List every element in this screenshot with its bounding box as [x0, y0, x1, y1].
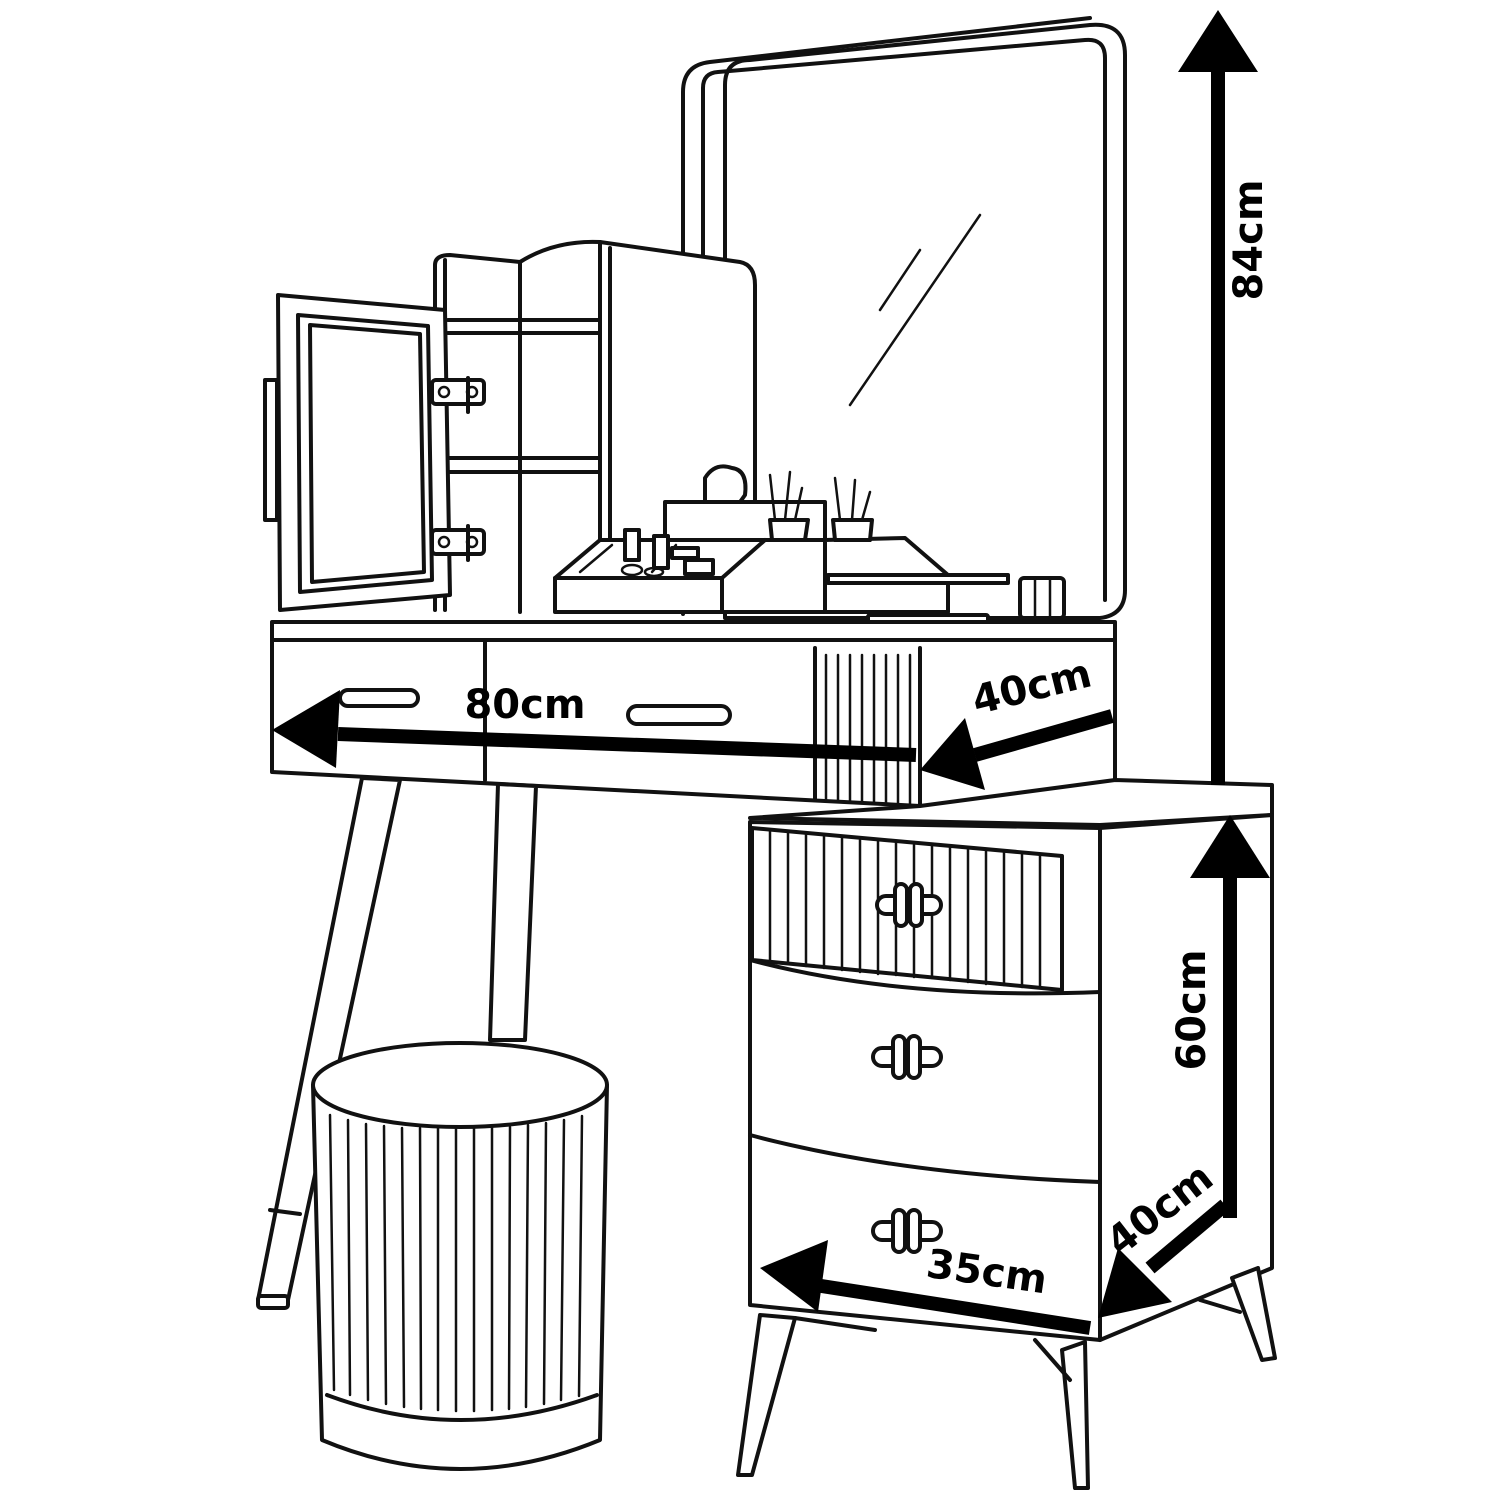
arrow-cabinet-depth — [1098, 1199, 1230, 1318]
arrow-cabinet-height — [1190, 815, 1270, 1218]
stool-pleats — [328, 1113, 584, 1413]
arrow-tabletop-width — [272, 690, 917, 768]
mirror — [681, 16, 1127, 620]
hinge-bottom — [430, 524, 486, 562]
dimension-arrows — [272, 10, 1270, 1335]
label-mirror-height: 84cm — [1226, 179, 1272, 300]
table-legs — [256, 776, 538, 1310]
drawer-knob-bottom — [871, 1208, 943, 1254]
drawer-knob-middle — [871, 1034, 943, 1080]
drawer-knob-top — [875, 882, 943, 928]
fluted-panel — [824, 653, 912, 808]
label-tabletop-width: 80cm — [464, 682, 585, 728]
cabinet-legs — [736, 1266, 1277, 1490]
arrow-mirror-height — [1178, 10, 1258, 785]
arrow-tabletop-depth — [920, 709, 1114, 790]
hinge-top — [430, 376, 486, 414]
arrow-cabinet-width — [760, 1240, 1092, 1335]
open-door — [263, 293, 486, 612]
label-cabinet-height: 60cm — [1169, 949, 1215, 1070]
tabletop — [270, 620, 1117, 808]
drawer-handle-center — [626, 704, 732, 726]
drawer-handle-left — [338, 688, 420, 708]
makeup-organizer — [553, 464, 1066, 627]
stool — [311, 1041, 609, 1471]
